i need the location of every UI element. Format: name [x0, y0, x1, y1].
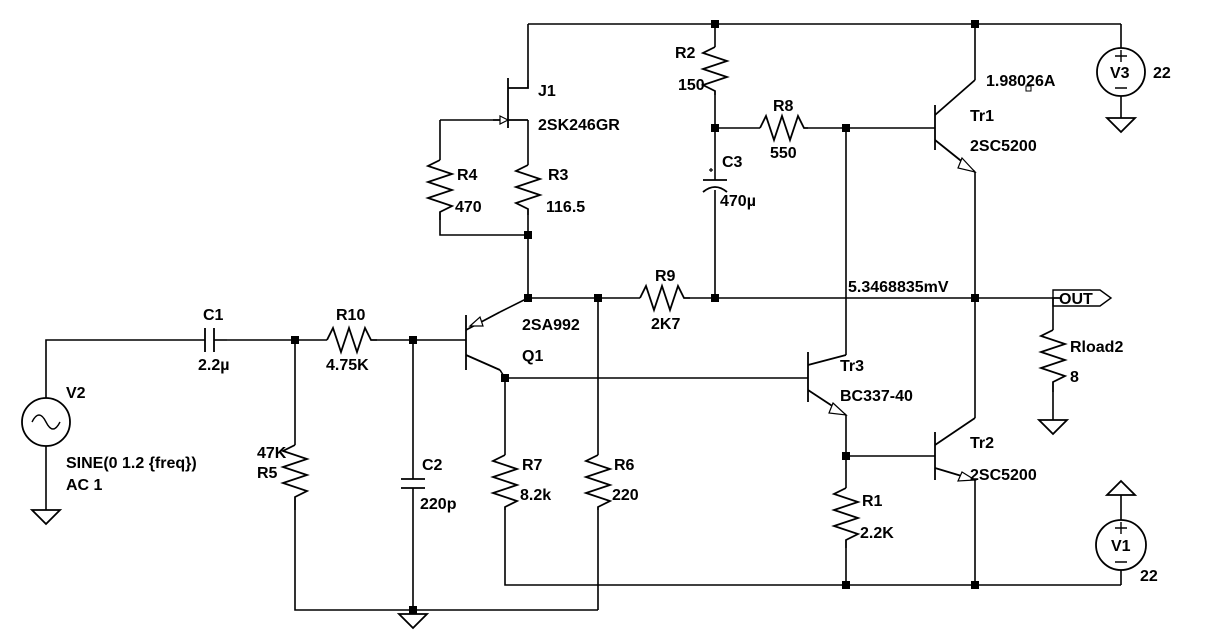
ground-symbol-v3 [1104, 117, 1138, 134]
rload2-name: Rload2 [1070, 339, 1123, 356]
out-voltage: 5.3468835mV [848, 279, 949, 296]
r7-value: 8.2k [520, 487, 551, 504]
tr1-current: 1.98026A [986, 73, 1056, 90]
supply-arrow-v1 [1104, 479, 1138, 496]
r5-value: 47K [257, 445, 287, 462]
tr1-name: Tr1 [970, 108, 994, 125]
r10-resistor [326, 325, 377, 355]
v1-value: 22 [1140, 568, 1158, 585]
tr2-name: Tr2 [970, 435, 994, 452]
r8-name: R8 [773, 98, 794, 115]
v2-value: SINE(0 1.2 {freq}) [66, 455, 197, 472]
r8-resistor [759, 113, 808, 143]
r1-resistor [831, 487, 861, 548]
c2-name: C2 [422, 457, 443, 474]
v3-name: V3 [1110, 65, 1130, 82]
v2-ac: AC 1 [66, 477, 103, 494]
r2-resistor [700, 46, 730, 95]
r3-resistor [513, 164, 543, 215]
r2-name: R2 [675, 45, 696, 62]
r5-name: R5 [257, 465, 278, 482]
r9-name: R9 [655, 268, 676, 285]
component-labels: J1 2SK246GR R2 150 R8 550 1.98026A Tr1 2… [66, 45, 1171, 585]
v1-name: V1 [1111, 538, 1131, 555]
r2-value: 150 [678, 77, 705, 94]
c3-value: 470µ [720, 193, 756, 210]
wires [45, 23, 1122, 611]
tr3-name: Tr3 [840, 358, 864, 375]
ground-symbol-main [396, 613, 430, 630]
rload2-value: 8 [1070, 369, 1079, 386]
c1-value: 2.2µ [198, 357, 229, 374]
r9-value: 2K7 [651, 316, 680, 333]
r6-name: R6 [614, 457, 635, 474]
out-flag-label: OUT [1059, 291, 1093, 308]
r5-resistor [280, 444, 310, 510]
c3-capacitor [702, 164, 728, 193]
tr2-transistor [934, 417, 977, 482]
rload2-resistor [1038, 329, 1068, 392]
junction-dots [291, 20, 979, 614]
r4-value: 470 [455, 199, 482, 216]
ground-symbol-rload [1036, 419, 1070, 436]
out-net-flag [1052, 289, 1113, 307]
r7-name: R7 [522, 457, 543, 474]
r6-value: 220 [612, 487, 639, 504]
q1-transistor [465, 311, 501, 371]
c2-capacitor [401, 455, 425, 495]
tr2-part: 2SC5200 [970, 467, 1037, 484]
r3-value: 116.5 [546, 199, 585, 216]
r1-value: 2.2K [860, 525, 894, 542]
v3-source [1096, 47, 1146, 97]
r3-name: R3 [548, 167, 569, 184]
j1-name: J1 [538, 83, 556, 100]
q1-part: 2SA992 [522, 317, 580, 334]
r10-value: 4.75K [326, 357, 369, 374]
r7-resistor [490, 454, 520, 510]
j1-jfet [493, 78, 529, 128]
v2-name: V2 [66, 385, 86, 402]
tr1-transistor [934, 79, 977, 174]
v2-sine-source [21, 397, 71, 447]
q1-name: Q1 [522, 348, 543, 365]
r6-resistor [583, 454, 613, 510]
c3-name: C3 [722, 154, 743, 171]
ground-symbol-v2 [29, 509, 63, 526]
v3-value: 22 [1153, 65, 1171, 82]
r8-value: 550 [770, 145, 797, 162]
r10-name: R10 [336, 307, 365, 324]
tr3-transistor [807, 352, 848, 416]
r4-name: R4 [457, 167, 478, 184]
c1-name: C1 [203, 307, 224, 324]
tr3-part: BC337-40 [840, 388, 913, 405]
r4-resistor [425, 159, 455, 220]
r9-resistor [639, 283, 690, 313]
tr1-part: 2SC5200 [970, 138, 1037, 155]
current-probe-marker [1025, 85, 1032, 92]
j1-part: 2SK246GR [538, 117, 620, 134]
v1-source [1095, 519, 1147, 571]
r1-name: R1 [862, 493, 883, 510]
c2-value: 220p [420, 496, 457, 513]
c1-capacitor [204, 328, 227, 352]
